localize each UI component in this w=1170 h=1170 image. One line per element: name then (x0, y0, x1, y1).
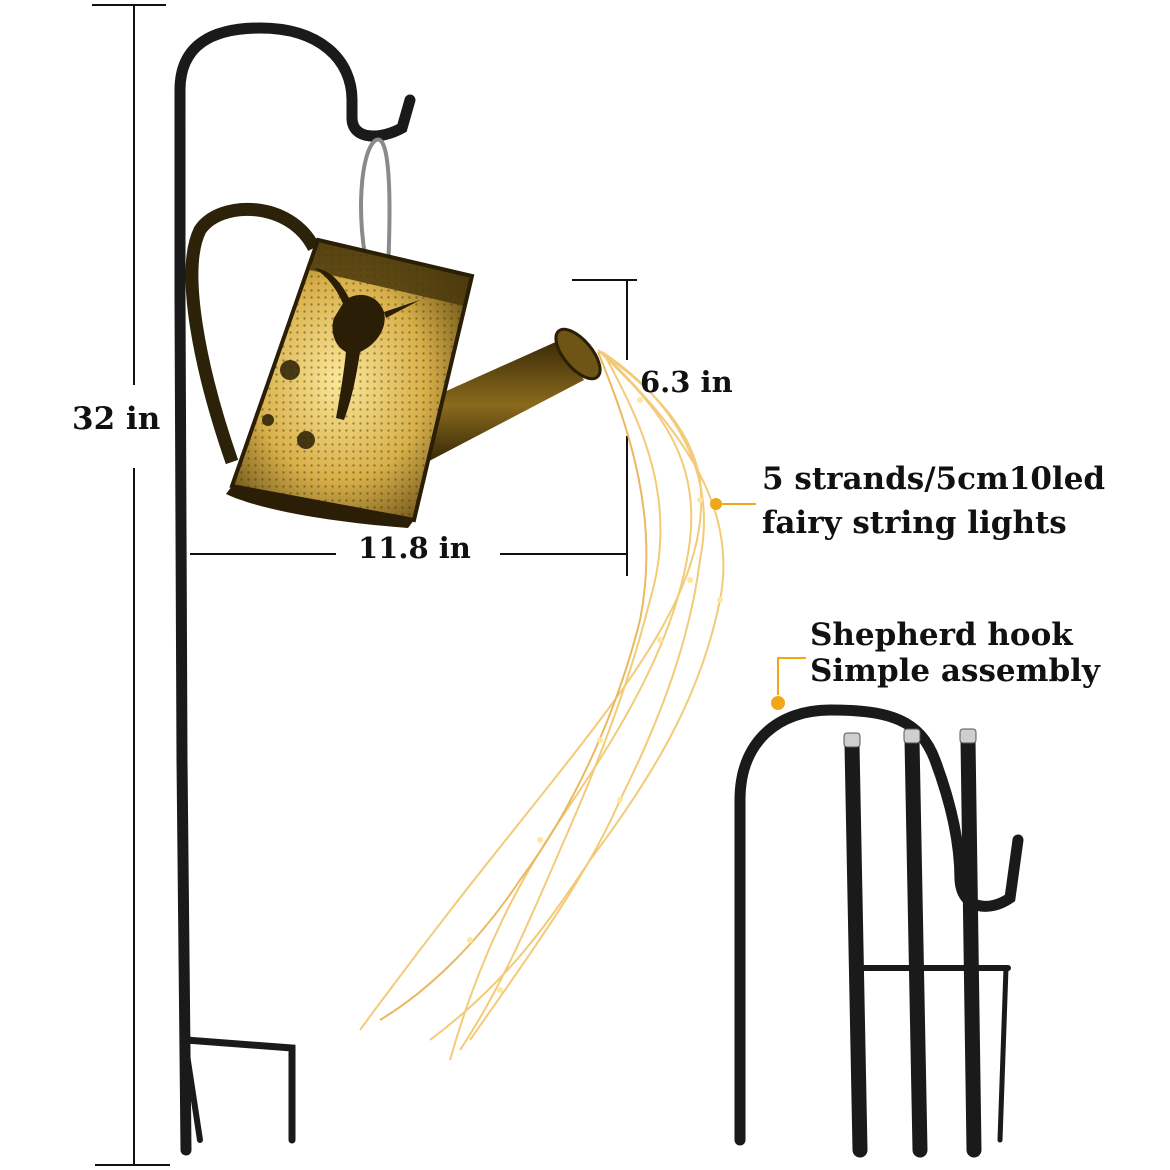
hook-callout-line1: Shepherd hook (810, 617, 1073, 653)
hook-callout-line2: Simple assembly (810, 653, 1100, 689)
strands-callout-line2: fairy string lights (762, 505, 1067, 541)
hook-callout-marker (771, 657, 806, 710)
fairy-light-strands (359, 349, 725, 1061)
shepherd-hook-pole (174, 22, 416, 1156)
width-label: 11.8 in (358, 531, 471, 565)
fairy-light-beads (467, 397, 723, 993)
spout-height-label: 6.3 in (640, 365, 733, 399)
hanging-wire (359, 137, 392, 271)
flower-motif (262, 360, 315, 449)
hook-assembly-parts (734, 704, 1024, 1158)
strands-callout-line1: 5 strands/5cm10led (762, 461, 1106, 497)
pole-caps (843, 728, 977, 748)
watering-can (185, 202, 602, 528)
strands-callout-marker (710, 498, 756, 510)
hummingbird-motif (314, 268, 420, 420)
height-dimension-line (92, 4, 170, 1166)
height-label: 32 in (72, 401, 161, 437)
spout-dimension-line (572, 279, 637, 576)
